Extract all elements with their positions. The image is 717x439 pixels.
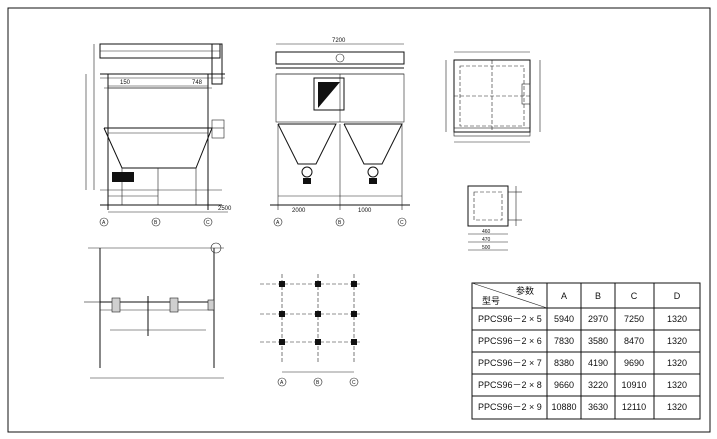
row-4-model: PPCS96－2 × 8 [478,380,542,390]
row-3-a: 8380 [554,358,574,368]
sheet-border [7,7,711,433]
row-3-model: PPCS96－2 × 7 [478,358,542,368]
header-d: D [674,291,681,301]
row-1-b: 2970 [588,314,608,324]
row-5-c: 12110 [622,402,646,412]
row-4-a: 9660 [554,380,574,390]
row-1-a: 5940 [554,314,574,324]
row-5-model: PPCS96－2 × 9 [478,402,542,412]
dim-460: 460 [482,229,491,235]
side-view: 7200 2000 1000 A B C [270,38,410,227]
dim-748: 748 [192,80,203,86]
row-1-d: 1320 [667,314,687,324]
foundation-plan: A B C [260,274,362,387]
dim-7200: 7200 [332,38,346,44]
axis-c-plan: C [352,380,356,386]
axis-a-side: A [276,220,280,226]
plan-view [445,51,541,143]
table-corner-bottom: 型号 [482,296,500,306]
row-3-c: 9690 [624,358,644,368]
detail-view: 460 470 500 [467,185,522,251]
row-2-b: 3580 [588,336,608,346]
dim-1000: 1000 [358,208,372,214]
elevation-view [84,242,224,379]
row-4-c: 10910 [621,380,646,390]
row-2-d: 1320 [667,336,687,346]
dim-470: 470 [482,237,491,243]
front-view: 150 748 2500 A B C [85,43,232,227]
row-2-c: 8470 [624,336,644,346]
table-corner-top: 参数 [516,285,534,296]
row-2-model: PPCS96－2 × 6 [478,336,542,346]
row-1-model: PPCS96－2 × 5 [478,314,542,324]
axis-a-front: A [102,220,106,226]
header-a: A [561,291,567,301]
row-5-a: 10880 [551,402,576,412]
row-1-c: 7250 [624,314,644,324]
dim-2500: 2500 [218,206,232,212]
dim-150: 150 [120,80,131,86]
params-table: 参数 型号 A B C D PPCS96－2 × 5 5940 2970 725… [471,282,701,420]
row-4-d: 1320 [667,380,687,390]
header-c: C [631,291,638,301]
axis-b-front: B [154,220,158,226]
axis-b-side: B [338,220,342,226]
axis-c-side: C [400,220,404,226]
header-b: B [595,291,601,301]
row-4-b: 3220 [588,380,608,390]
row-3-d: 1320 [667,358,687,368]
dim-2000: 2000 [292,208,306,214]
axis-a-plan: A [280,380,284,386]
dim-500: 500 [482,245,491,251]
row-3-b: 4190 [588,358,608,368]
axis-b-plan: B [316,380,320,386]
row-5-d: 1320 [667,402,687,412]
row-2-a: 7830 [554,336,574,346]
row-5-b: 3630 [588,402,608,412]
axis-c-front: C [206,220,210,226]
